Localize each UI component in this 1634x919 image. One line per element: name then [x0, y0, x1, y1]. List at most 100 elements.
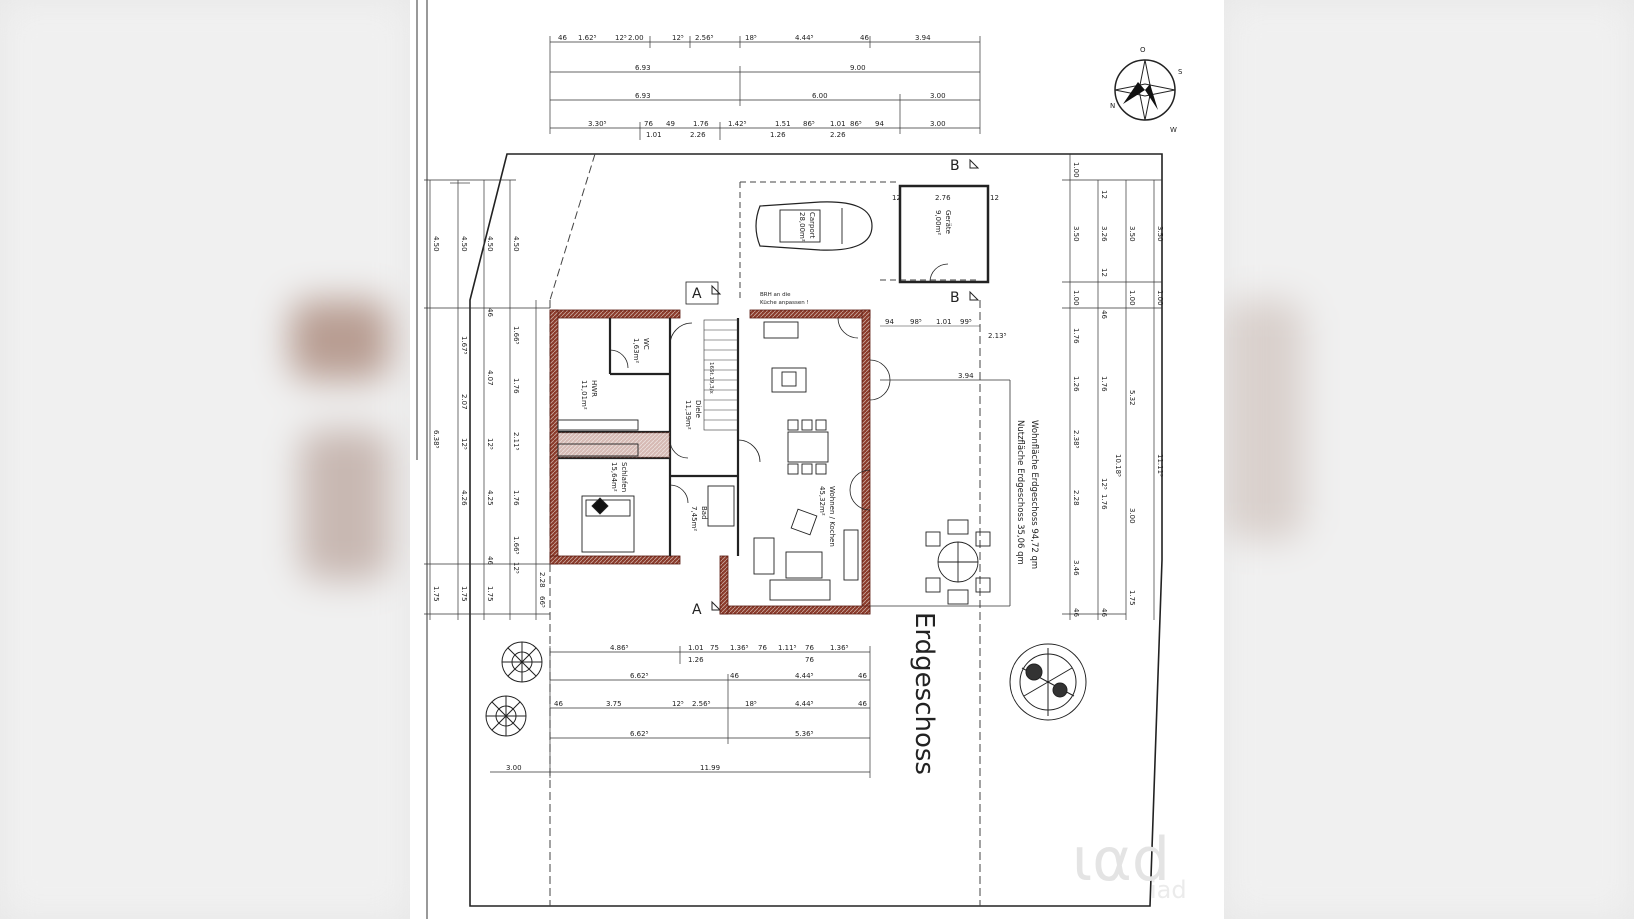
terrace-table	[925, 519, 991, 605]
room-wohnen: Wohnen / Kochen	[828, 486, 836, 547]
left-col4-2: 1.76	[512, 378, 520, 394]
right-col1-2: 1.00	[1072, 290, 1080, 306]
right-col3-3: 10.18⁵	[1114, 454, 1122, 477]
top-dim-row1-4: 12⁵	[672, 34, 684, 42]
top-dim-row1-9: 3.94	[915, 34, 931, 42]
left-col4-5: 1.66⁵	[512, 536, 520, 555]
top-dim-row4-4: 1.42⁵	[728, 120, 747, 128]
left-dimension-lines	[424, 179, 550, 620]
left-col4-6: 2.28	[538, 572, 546, 588]
top-dim-row4-2: 49	[666, 120, 675, 128]
top-dim-row1-5: 2.56⁵	[695, 34, 714, 42]
right-col1-1: 3.50	[1072, 226, 1080, 242]
carport-12b: 12	[990, 194, 999, 202]
door-swings	[609, 317, 891, 511]
right-dim-213: 2.13⁵	[988, 332, 1007, 340]
bottom-row3-1: 3.75	[606, 700, 622, 708]
top-dim-row5-0: 1.01	[646, 131, 662, 139]
top-dim-row1-8: 46	[860, 34, 869, 42]
top-dim-row4-9: 94	[875, 120, 884, 128]
bottom-row2-0: 6.62⁵	[630, 672, 649, 680]
left-col4b-1: 12⁵	[486, 438, 494, 450]
right-col4-1: 1.00	[1156, 290, 1164, 306]
right-col2-4: 1.76	[1100, 376, 1108, 392]
bottom-row3-0: 46	[554, 700, 563, 708]
right-col1-0: 1.00	[1072, 162, 1080, 178]
left-col3-3: 1.75	[486, 586, 494, 602]
terrace-dim: 3.94	[958, 372, 974, 380]
top-dim-row1-3: 2.00	[628, 34, 644, 42]
exterior-walls	[549, 309, 871, 615]
right-col4-2: 11.11⁵	[1156, 454, 1164, 477]
left-col2-4: 1.75	[460, 586, 468, 602]
top-dim-row3-2: 3.00	[930, 92, 946, 100]
bottom-row1-7: 1.36⁵	[830, 644, 849, 652]
stair-label: 16St.19,3/x	[708, 362, 714, 394]
top-dim-row2-1: 9.00	[850, 64, 866, 72]
left-col1-2: 1.75	[432, 586, 440, 602]
bottom-dimension-lines	[490, 646, 871, 778]
bottom-row4-1: 5.36⁵	[795, 730, 814, 738]
right-col1-3: 1.76	[1072, 328, 1080, 344]
bottom-row1-1: 1.01	[688, 644, 704, 652]
area-wohnflaeche: Wohnfläche Erdgeschoss 94,72 qm	[1029, 420, 1039, 569]
top-dim-row5-1: 2.26	[690, 131, 706, 139]
top-dim-row5-3: 2.26	[830, 131, 846, 139]
furniture	[557, 321, 859, 601]
area-nutzflaeche: Nutzfläche Erdgeschoss 35,06 qm	[1015, 420, 1025, 565]
tree-right	[1009, 643, 1087, 721]
right-col1-8: 46	[1072, 608, 1080, 617]
left-col4b-0: 46	[486, 308, 494, 317]
bottom-row1b-0: 1.26	[688, 656, 704, 664]
right-col2-5: 12⁵	[1100, 478, 1108, 490]
left-col1-0: 4.50	[432, 236, 440, 252]
bottom-row5-0: 3.00	[506, 764, 522, 772]
left-col2-3: 4.26	[460, 490, 468, 506]
right-dim-995: 99⁵	[960, 318, 972, 326]
left-col2-0: 4.50	[460, 236, 468, 252]
top-dim-row1-0: 46	[558, 34, 567, 42]
bottom-row2-2: 4.44⁵	[795, 672, 814, 680]
right-dimension-lines	[1062, 154, 1162, 620]
left-col4b-4: 12⁵	[512, 562, 520, 574]
top-dim-row3-1: 6.00	[812, 92, 828, 100]
room-hwr-area: 11,01m²	[580, 380, 588, 410]
shrubs-left	[485, 641, 543, 737]
right-col2-1: 3.26	[1100, 226, 1108, 242]
top-dim-row4-10: 3.00	[930, 120, 946, 128]
top-dim-row2-0: 6.93	[635, 64, 651, 72]
room-schlafen-area: 15,64m²	[610, 462, 618, 492]
room-wc: WC	[642, 338, 650, 350]
blurred-background-right	[1224, 0, 1634, 919]
bottom-row2-3: 46	[858, 672, 867, 680]
bottom-row1-0: 4.86⁵	[610, 644, 629, 652]
right-col3-1: 1.00	[1128, 290, 1136, 306]
blurred-plan-fragment	[290, 300, 390, 380]
staircase	[703, 319, 739, 431]
bottom-row3-5: 4.44⁵	[795, 700, 814, 708]
right-col2-6: 1.76	[1100, 494, 1108, 510]
left-col4b-2: 12⁵	[460, 438, 468, 450]
room-diele: Diele	[694, 400, 702, 418]
carport-width: 2.76	[935, 194, 951, 202]
floor-title: Erdgeschoss	[909, 612, 939, 775]
blurred-plan-fragment	[300, 430, 390, 580]
floor-plan-sheet: 46 1.62⁵ 12⁵ 2.00 12⁵ 2.56⁵ 18⁵ 4.44⁵ 46…	[410, 0, 1224, 919]
bottom-row5-1: 11.99	[700, 764, 720, 772]
bottom-row1-5: 1.11⁵	[778, 644, 797, 652]
kitchen-note-2: Küche anpassen !	[760, 300, 809, 306]
right-col3-5: 1.75	[1128, 590, 1136, 606]
bottom-row1-2: 75	[710, 644, 719, 652]
top-dim-row3-0: 6.93	[635, 92, 651, 100]
blurred-plan-fragment	[1224, 300, 1304, 540]
left-col4b-3: 46	[486, 556, 494, 565]
left-col4-3: 2.11⁵	[512, 432, 520, 451]
top-dim-row1-6: 18⁵	[745, 34, 757, 42]
watermark-text: iad	[1150, 876, 1187, 904]
right-col2-2: 12	[1100, 268, 1108, 277]
top-dim-row1-2: 12⁵	[615, 34, 627, 42]
blurred-background-left	[0, 0, 410, 919]
room-geraete-area: 9,00m²	[934, 210, 942, 235]
room-bad-area: 7,45m²	[690, 506, 698, 531]
left-col2-2: 2.07	[460, 394, 468, 410]
